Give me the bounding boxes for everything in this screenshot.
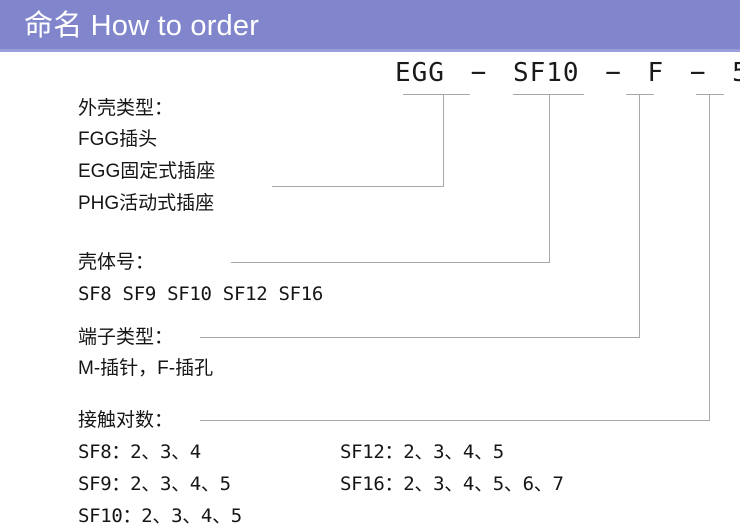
connector-drop-shell-size bbox=[549, 94, 550, 262]
connector-underline-contact-count bbox=[696, 94, 724, 95]
part-segment-contact-count: 5 bbox=[732, 57, 740, 89]
page-header-bar: 命名 How to order bbox=[0, 0, 740, 52]
section-terminal-type: 端子类型： M-插针，F-插孔 bbox=[78, 323, 213, 385]
connector-underline-shell-size bbox=[513, 94, 584, 95]
section-line-shell-type-0: FGG插头 bbox=[78, 129, 158, 150]
connector-drop-terminal-type bbox=[639, 94, 640, 337]
connector-arm-shell-type bbox=[272, 186, 444, 187]
page-title: 命名 How to order bbox=[24, 10, 260, 42]
connector-arm-terminal-type bbox=[200, 337, 640, 338]
connector-drop-contact-count bbox=[709, 94, 710, 420]
connector-drop-shell-type bbox=[443, 94, 444, 186]
section-line-shell-type-2: PHG活动式插座 bbox=[78, 193, 215, 214]
section-heading-shell-size: 壳体号： bbox=[78, 252, 155, 273]
section-line-shell-size-0: SF8 SF9 SF10 SF12 SF16 bbox=[78, 283, 324, 305]
part-segment-shell-type: EGG bbox=[395, 58, 445, 88]
contact-count-columns: SF8：2、3、4 SF9：2、3、4、5 SF10：2、3、4、5 SF12：… bbox=[78, 436, 698, 532]
part-number-example: EGG − SF10 − F − 5 bbox=[395, 57, 740, 89]
contact-count-right-0: SF12：2、3、4、5 bbox=[340, 441, 504, 463]
contact-count-left-2: SF10：2、3、4、5 bbox=[78, 505, 242, 527]
connector-arm-shell-size bbox=[231, 262, 550, 263]
connector-arm-contact-count bbox=[200, 420, 710, 421]
section-line-shell-type-1: EGG固定式插座 bbox=[78, 161, 216, 182]
part-separator-3: − bbox=[689, 58, 707, 88]
section-line-terminal-type-0: M-插针，F-插孔 bbox=[78, 358, 214, 379]
contact-count-column-right: SF12：2、3、4、5 SF16：2、3、4、5、6、7 bbox=[340, 436, 564, 500]
contact-count-left-1: SF9：2、3、4、5 bbox=[78, 473, 231, 495]
part-separator-2: − bbox=[605, 58, 622, 88]
connector-underline-terminal-type bbox=[626, 94, 654, 95]
part-segment-shell-size: SF10 bbox=[512, 58, 580, 88]
section-shell-size: 壳体号： SF8 SF9 SF10 SF12 SF16 bbox=[78, 248, 323, 310]
contact-count-right-1: SF16：2、3、4、5、6、7 bbox=[340, 473, 564, 495]
header-underband bbox=[0, 49, 740, 52]
part-separator-1: − bbox=[470, 58, 488, 88]
contact-count-column-left: SF8：2、3、4 SF9：2、3、4、5 SF10：2、3、4、5 bbox=[78, 436, 698, 532]
section-heading-terminal-type: 端子类型： bbox=[78, 327, 174, 348]
section-heading-shell-type: 外壳类型： bbox=[78, 98, 174, 119]
section-heading-contact-count: 接触对数： bbox=[78, 410, 174, 431]
contact-count-left-0: SF8：2、3、4 bbox=[78, 441, 201, 463]
connector-underline-shell-type bbox=[403, 94, 470, 95]
part-segment-terminal-type: F bbox=[647, 58, 665, 88]
section-shell-type: 外壳类型： FGG插头 EGG固定式插座 PHG活动式插座 bbox=[78, 94, 215, 220]
section-contact-count: 接触对数： SF8：2、3、4 SF9：2、3、4、5 SF10：2、3、4、5… bbox=[78, 406, 698, 532]
